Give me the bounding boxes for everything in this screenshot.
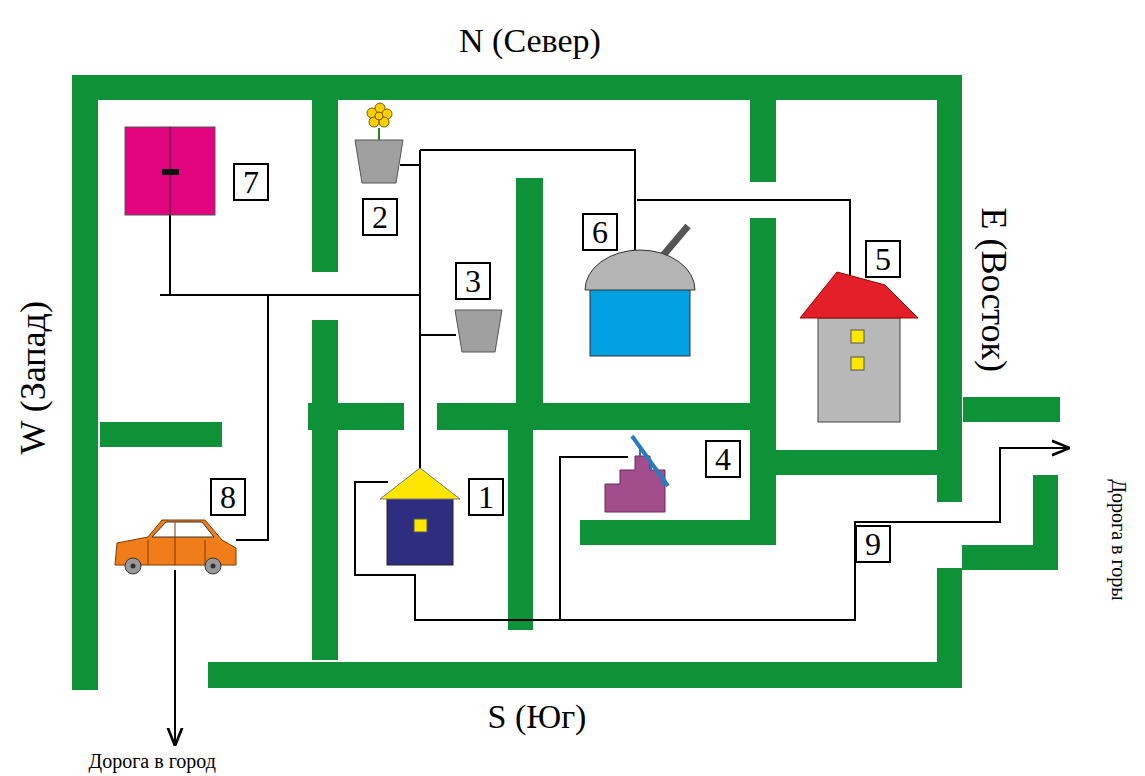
path-line xyxy=(160,294,420,296)
direction-label: S (Юг) xyxy=(488,698,587,735)
callout-number: 3 xyxy=(465,265,481,297)
flower-pot-icon xyxy=(355,103,403,183)
path-line xyxy=(420,150,635,250)
small-house-icon xyxy=(380,468,460,565)
callout-number: 7 xyxy=(243,166,259,198)
callout-number: 2 xyxy=(372,201,388,233)
pot-icon xyxy=(455,310,502,352)
wardrobe-icon xyxy=(125,127,215,215)
callout-number: 8 xyxy=(220,481,236,513)
direction-label: E (Восток) xyxy=(973,207,1013,372)
callout-box: 5 xyxy=(865,240,901,278)
road-label: Дорога в город xyxy=(89,750,216,772)
callout-box: 9 xyxy=(855,525,891,563)
house-icon xyxy=(800,272,918,422)
callout-number: 6 xyxy=(592,216,608,248)
callout-box: 6 xyxy=(582,213,618,251)
walls xyxy=(72,75,1060,690)
callout-number: 9 xyxy=(865,528,881,560)
paths xyxy=(160,150,1068,744)
callout-box: 2 xyxy=(362,198,398,236)
callout-box: 4 xyxy=(705,440,741,478)
callout-box: 3 xyxy=(455,262,491,300)
direction-label: N (Север) xyxy=(459,22,601,59)
path-line xyxy=(560,457,628,620)
car-icon xyxy=(115,520,236,574)
callout-number: 5 xyxy=(875,243,891,275)
stairs-icon xyxy=(605,436,668,512)
road-label: Дорога в горы xyxy=(1107,479,1129,600)
path-line xyxy=(420,334,456,336)
callout-box: 7 xyxy=(233,163,269,201)
callout-number: 4 xyxy=(715,443,731,475)
path-line xyxy=(169,215,171,295)
path-line xyxy=(174,570,176,744)
path-line xyxy=(400,164,420,166)
callout-number: 1 xyxy=(478,481,494,513)
path-line xyxy=(419,150,421,470)
callout-box: 8 xyxy=(210,478,246,516)
direction-label: W (Запад) xyxy=(13,301,53,454)
callout-box: 1 xyxy=(468,478,504,516)
